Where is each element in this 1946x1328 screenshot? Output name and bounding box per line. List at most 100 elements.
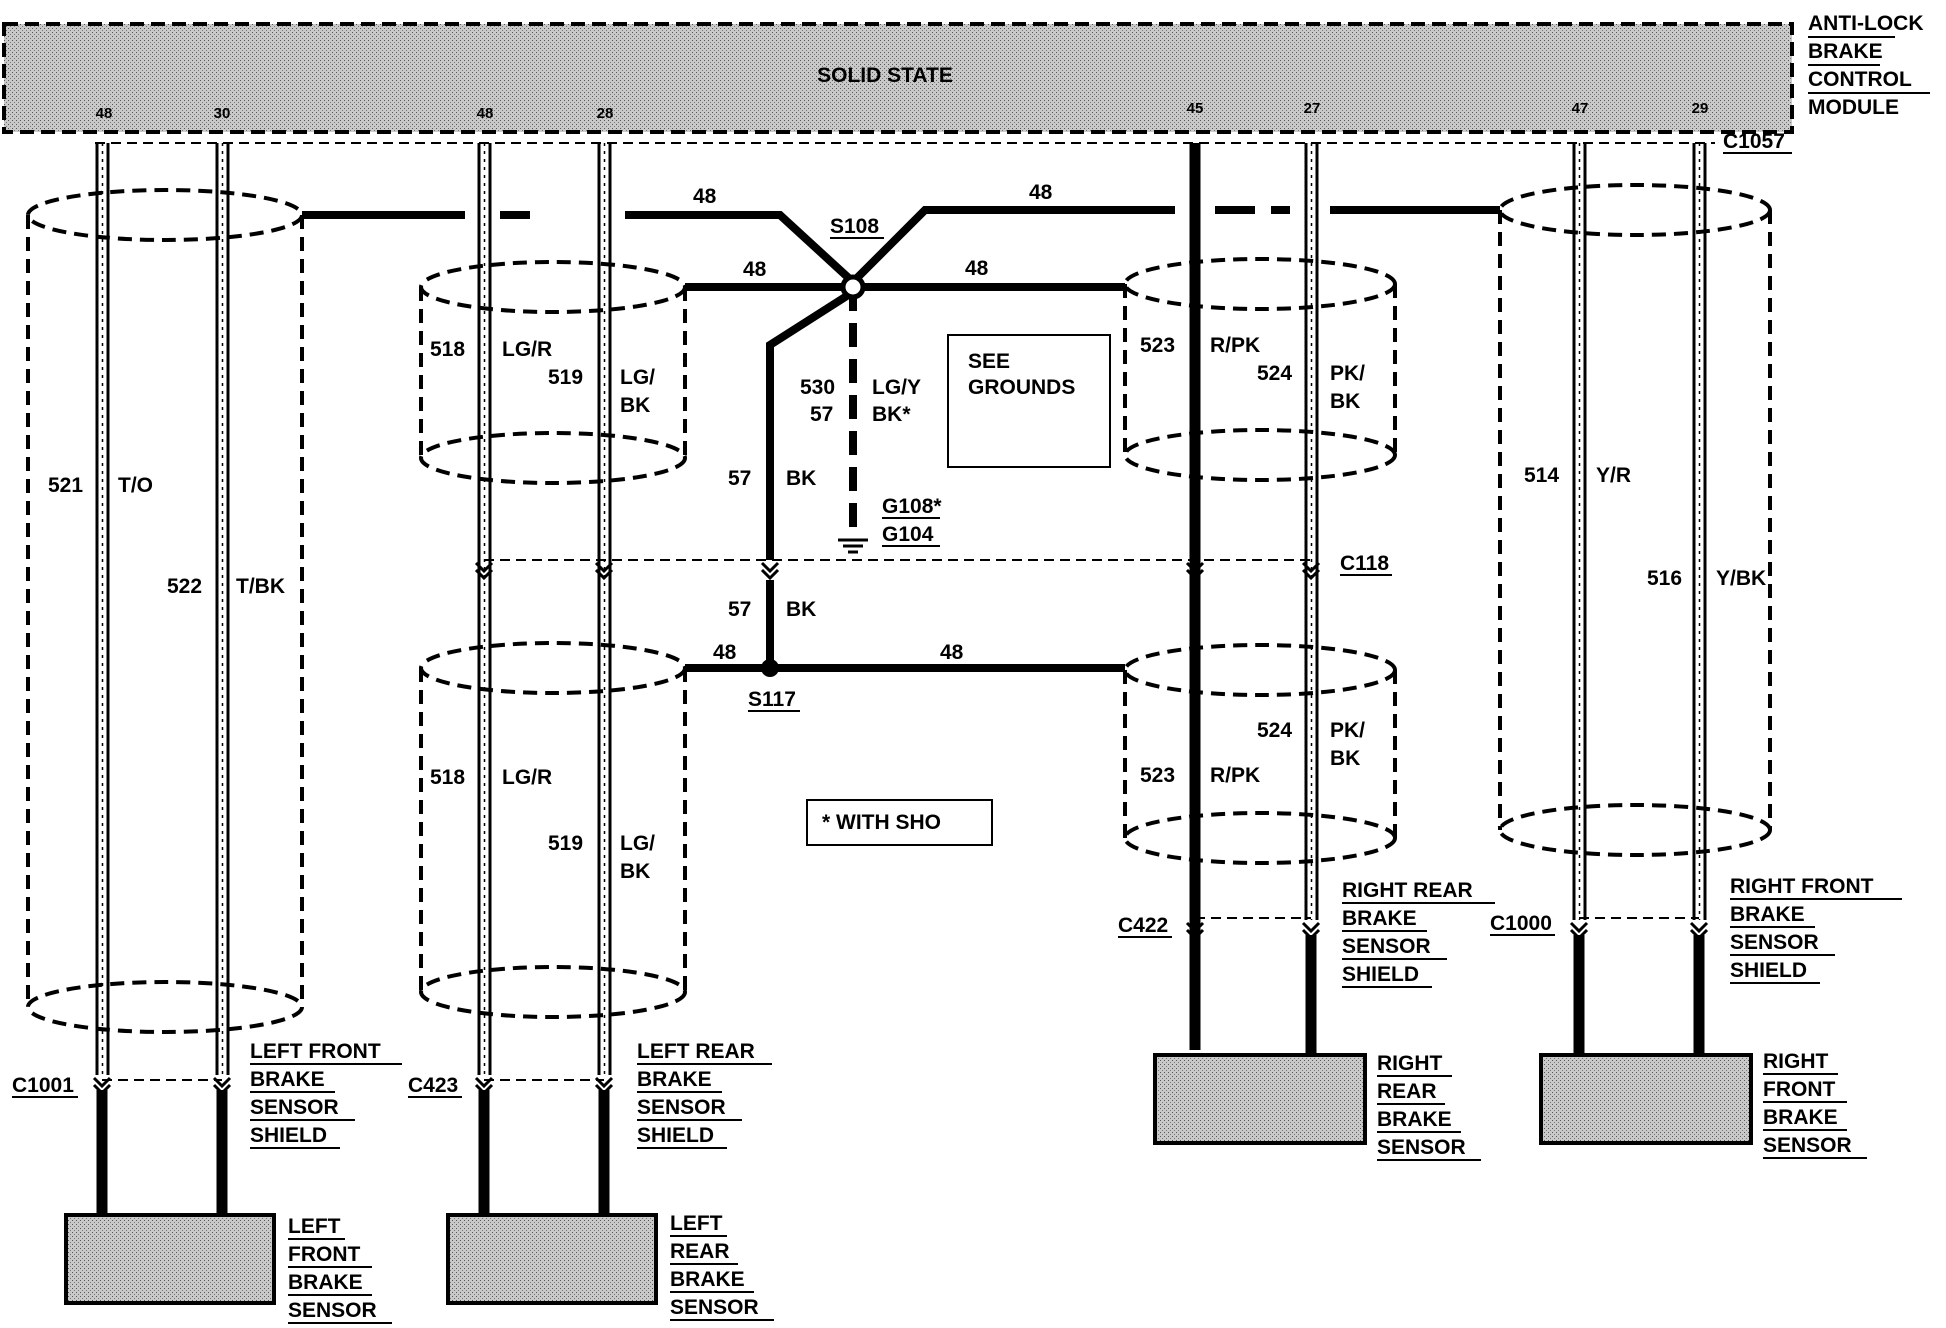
- with-sho-text: * WITH SHO: [822, 811, 941, 834]
- c1000-label: C1000: [1490, 912, 1552, 935]
- sensor-label-line: LEFT: [288, 1215, 341, 1238]
- wire-label: BK: [786, 598, 816, 621]
- sensor-label-line: FRONT: [288, 1243, 360, 1266]
- wire-label: BK: [620, 860, 650, 883]
- right-rear-brake-sensor: RIGHT REAR BRAKE SENSOR: [1153, 1052, 1481, 1161]
- module-pin: 47: [1572, 100, 1589, 117]
- wire-label: 522: [167, 575, 202, 598]
- module-body: [2, 22, 1794, 134]
- shield-label-right-front: RIGHT FRONT BRAKE SENSOR SHIELD: [1730, 875, 1902, 984]
- wire-label: LG/: [620, 366, 655, 389]
- sensor-label-line: SENSOR: [1377, 1136, 1466, 1159]
- see-grounds-text: GROUNDS: [968, 376, 1075, 399]
- shield-label-right-rear: RIGHT REAR BRAKE SENSOR SHIELD: [1342, 879, 1495, 988]
- wire-label: 48: [965, 257, 989, 280]
- c1057-connector-label: C1057: [1723, 130, 1785, 153]
- module-pin: 48: [477, 105, 494, 122]
- wire-label: 57: [728, 598, 751, 621]
- s108-splice-node: [840, 274, 866, 300]
- s117-label: S117: [748, 688, 796, 711]
- shield-label-line: SHIELD: [1342, 963, 1419, 986]
- wire-label: 523: [1140, 334, 1175, 357]
- wire-label: 519: [548, 366, 583, 389]
- shield-label-line: BRAKE: [637, 1068, 712, 1091]
- wire-label: 48: [1029, 181, 1053, 204]
- sensor-label-line: BRAKE: [670, 1268, 745, 1291]
- left-front-brake-sensor: LEFT FRONT BRAKE SENSOR: [64, 1213, 392, 1324]
- wire-label: 48: [940, 641, 964, 664]
- abs-control-module: SOLID STATE ANTI-LOCK BRAKE CONTROL MODU…: [2, 12, 1930, 154]
- module-pin: 29: [1692, 100, 1709, 117]
- shield-label-line: RIGHT FRONT: [1730, 875, 1874, 898]
- shield-label-left-rear: LEFT REAR BRAKE SENSOR SHIELD: [637, 1040, 772, 1149]
- g104-label: G104: [882, 523, 934, 546]
- shield-label-left-front: LEFT FRONT BRAKE SENSOR SHIELD: [250, 1040, 402, 1149]
- sensor-label-line: SENSOR: [670, 1296, 759, 1319]
- wire-label: 57: [810, 403, 833, 426]
- wire-label: 516: [1647, 567, 1682, 590]
- wire-label: 524: [1257, 362, 1292, 385]
- see-grounds-box: [947, 334, 1111, 468]
- module-title: ANTI-LOCK BRAKE CONTROL MODULE: [1808, 12, 1930, 119]
- wire-label: Y/BK: [1716, 567, 1766, 590]
- sensor-label-line: RIGHT: [1763, 1050, 1829, 1073]
- wire-labels: 48 48 48 48 48 48 521 T/O 522 T/BK 518 L…: [48, 181, 1766, 883]
- wire-label: BK: [620, 394, 650, 417]
- module-pin: 28: [597, 105, 614, 122]
- wire-label: 48: [713, 641, 737, 664]
- c423-label: C423: [408, 1074, 458, 1097]
- wire-label: BK*: [872, 403, 911, 426]
- sensor-label-line: REAR: [670, 1240, 730, 1263]
- sensor-label-line: BRAKE: [1377, 1108, 1452, 1131]
- sensor-label-line: SENSOR: [288, 1299, 377, 1322]
- wire-label: PK/: [1330, 719, 1365, 742]
- sensor-label-line: REAR: [1377, 1080, 1437, 1103]
- shield-label-line: SHIELD: [250, 1124, 327, 1147]
- wire-label: LG/: [620, 832, 655, 855]
- connector-dash-lines: [102, 559, 1699, 1081]
- shield-label-line: SENSOR: [250, 1096, 339, 1119]
- module-center-text: SOLID STATE: [817, 64, 953, 87]
- wire-label: LG/R: [502, 766, 552, 789]
- s117-splice-node: [761, 659, 779, 677]
- wire-label: R/PK: [1210, 334, 1260, 357]
- wire-label: LG/R: [502, 338, 552, 361]
- c118-label: C118: [1340, 552, 1389, 575]
- shield-label-line: RIGHT REAR: [1342, 879, 1473, 902]
- module-pin: 27: [1304, 100, 1321, 117]
- right-front-brake-sensor: RIGHT FRONT BRAKE SENSOR: [1539, 1050, 1867, 1159]
- c422-label: C422: [1118, 914, 1168, 937]
- wire-label: 530: [800, 376, 835, 399]
- wire-label: BK: [1330, 390, 1360, 413]
- wire-label: Y/R: [1596, 464, 1631, 487]
- wire-label: T/O: [118, 474, 153, 497]
- wire-label: 57: [728, 467, 751, 490]
- g108-label: G108*: [882, 495, 942, 518]
- shield-label-line: LEFT FRONT: [250, 1040, 381, 1063]
- sensor-label-line: BRAKE: [1763, 1106, 1838, 1129]
- shield-label-line: BRAKE: [1342, 907, 1417, 930]
- wire-label: 524: [1257, 719, 1292, 742]
- shield-label-line: SENSOR: [1730, 931, 1819, 954]
- shield-label-line: SHIELD: [1730, 959, 1807, 982]
- module-pin: 45: [1187, 100, 1204, 117]
- wire-label: 514: [1524, 464, 1559, 487]
- wire-label: R/PK: [1210, 764, 1260, 787]
- wire-label: PK/: [1330, 362, 1365, 385]
- wire-label: 518: [430, 766, 465, 789]
- sensor-label-line: FRONT: [1763, 1078, 1835, 1101]
- shield-label-line: SENSOR: [637, 1096, 726, 1119]
- wire-label: 519: [548, 832, 583, 855]
- shield-label-line: BRAKE: [1730, 903, 1805, 926]
- sensor-wires: [95, 143, 1707, 1215]
- ground-symbol-icon: [838, 538, 868, 554]
- sensor-label-line: LEFT: [670, 1212, 723, 1235]
- shield-cylinders: [26, 183, 1772, 1034]
- wire-label: 518: [430, 338, 465, 361]
- with-sho-box: [806, 799, 993, 846]
- see-grounds-text: SEE: [968, 350, 1010, 373]
- shield-label-line: LEFT REAR: [637, 1040, 755, 1063]
- wire-label: 521: [48, 474, 83, 497]
- wire-label: BK: [1330, 747, 1360, 770]
